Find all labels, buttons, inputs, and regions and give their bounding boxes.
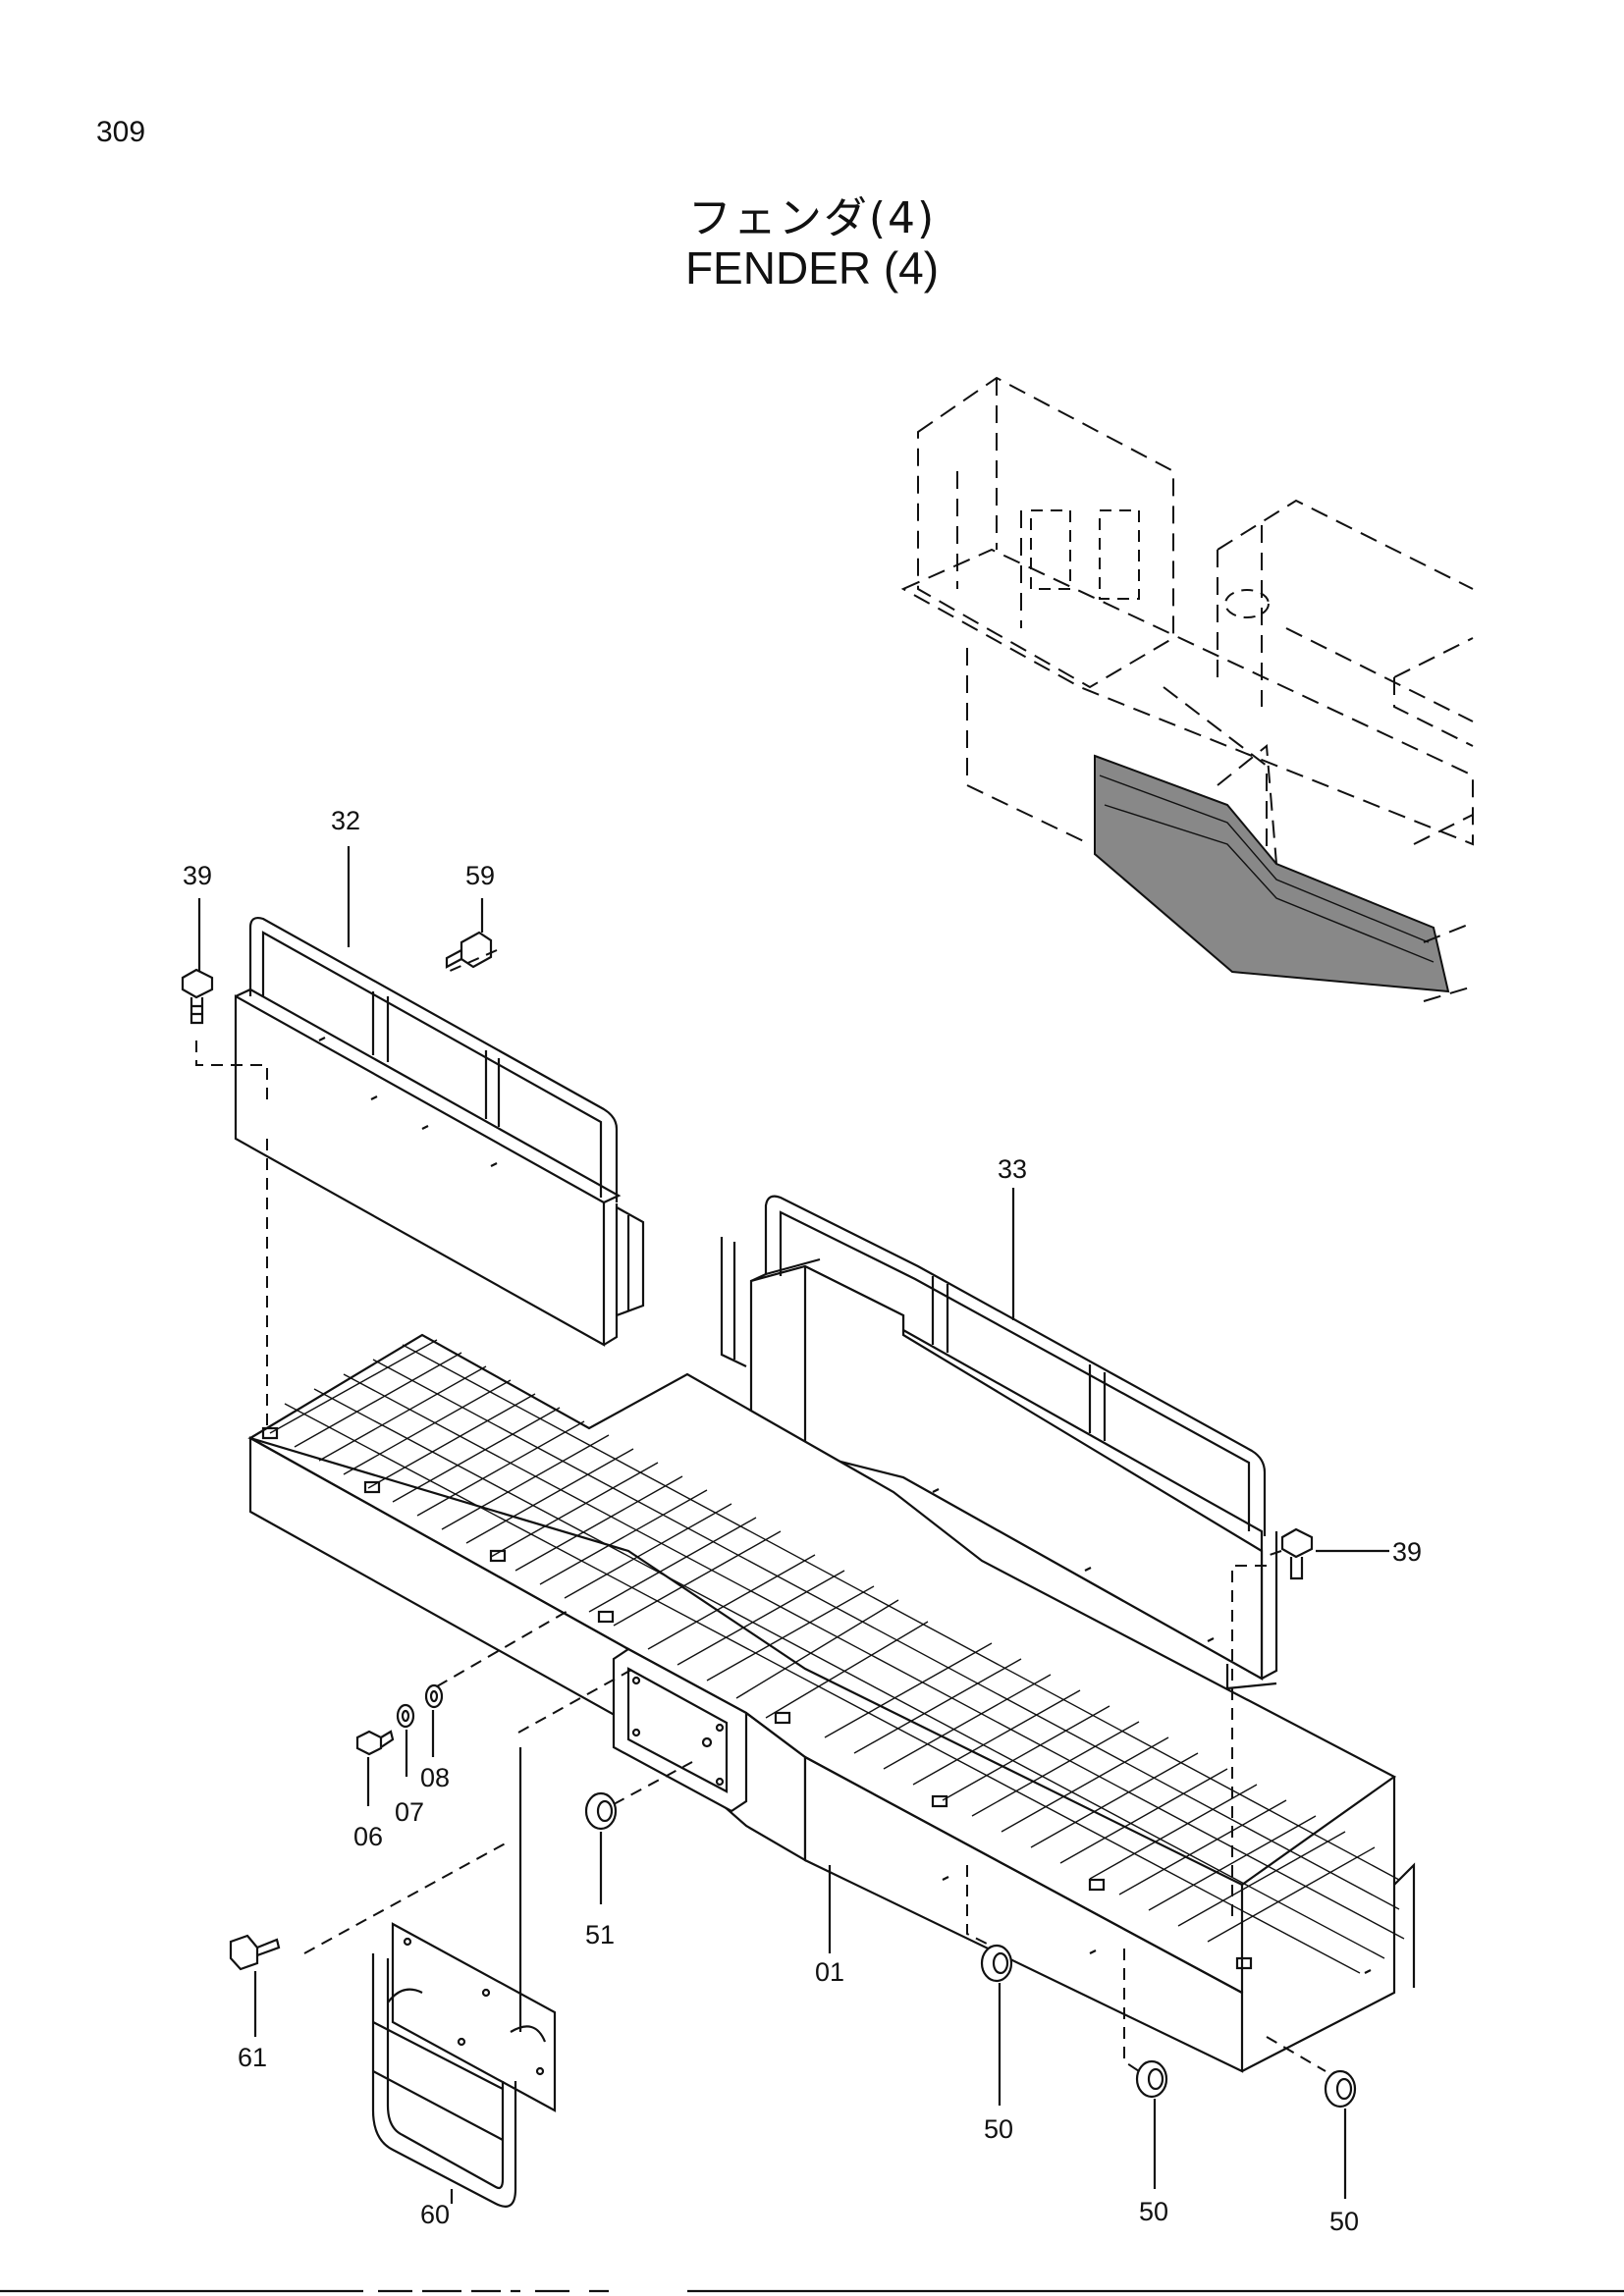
part-01-fender-body <box>247 1333 1416 2073</box>
callout-01: 01 <box>815 1957 844 1987</box>
callout-61: 61 <box>238 2043 267 2072</box>
title-japanese: フェンダ(4) <box>687 193 937 243</box>
grating <box>269 1339 1405 1974</box>
callout-06: 06 <box>353 1822 383 1851</box>
part-50-grommet-3 <box>1324 2069 1357 2109</box>
part-07-washer <box>396 1703 415 1729</box>
callout-leaders <box>197 846 1389 2204</box>
callout-59: 59 <box>465 861 495 890</box>
title-english: FENDER (4) <box>684 242 940 294</box>
part-33-handrail-panel <box>720 1195 1278 1690</box>
part-32-handrail-panel <box>234 916 645 1347</box>
callout-39-right: 39 <box>1392 1537 1422 1567</box>
callout-50-2: 50 <box>1139 2197 1168 2226</box>
part-60-step <box>371 1922 557 2208</box>
part-39-bolt-left <box>181 968 214 1025</box>
callout-39-left: 39 <box>183 861 212 890</box>
callout-08: 08 <box>420 1763 450 1792</box>
callout-33: 33 <box>998 1154 1027 1184</box>
machine-context-view <box>900 376 1474 1002</box>
callout-32: 32 <box>331 806 360 835</box>
part-61-clip <box>229 1934 281 1971</box>
callout-07: 07 <box>395 1797 424 1827</box>
part-50-grommet-2 <box>1135 2059 1168 2099</box>
callout-50-1: 50 <box>984 2114 1013 2144</box>
part-39-bolt-right <box>1280 1527 1314 1580</box>
page-number: 309 <box>96 116 146 148</box>
callout-50-3: 50 <box>1329 2207 1359 2236</box>
assembly-guide-lines <box>195 949 1326 2072</box>
part-59-plug <box>445 931 493 969</box>
part-08-washer <box>424 1683 444 1709</box>
callout-51: 51 <box>585 1920 615 1949</box>
callout-60: 60 <box>420 2200 450 2229</box>
part-06-bolt <box>355 1730 395 1756</box>
callout-labels: 32 39 59 33 39 08 07 06 51 01 61 50 60 5… <box>183 806 1422 2236</box>
part-51-grommet <box>584 1791 618 1831</box>
part-50-grommet-1 <box>980 1944 1013 1983</box>
